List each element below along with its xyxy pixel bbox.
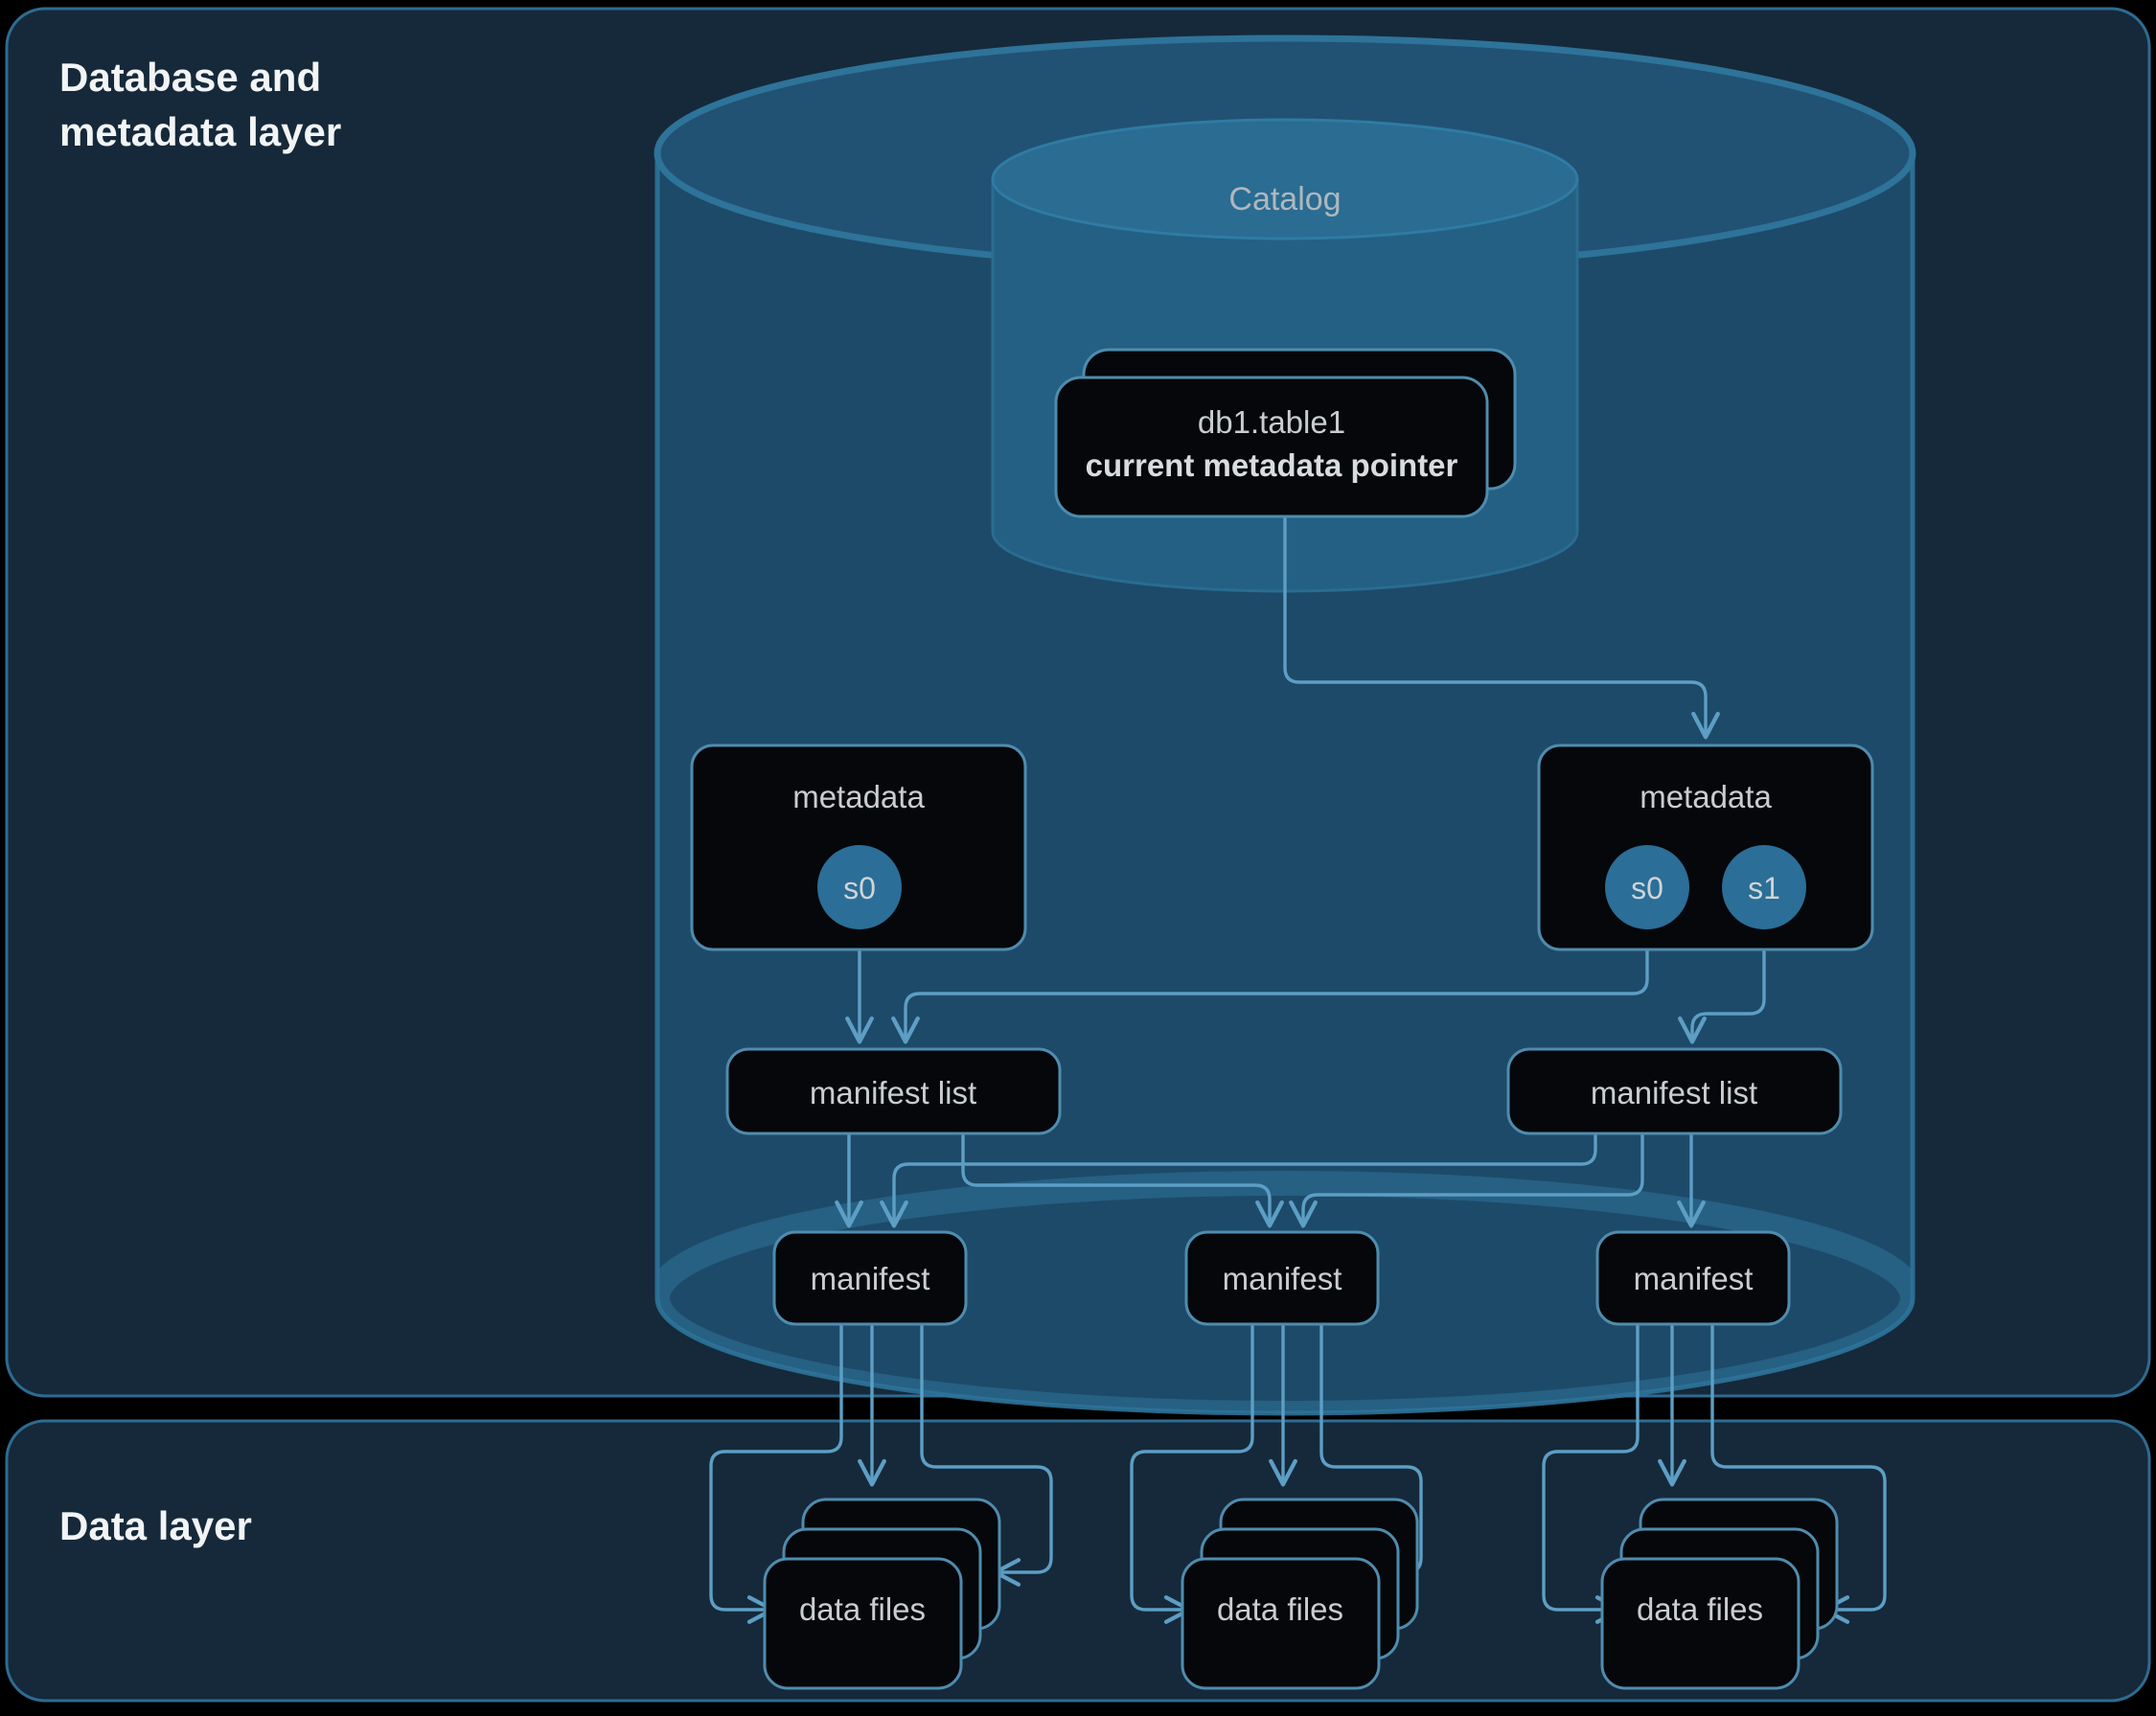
manifest-1-label: manifest bbox=[811, 1261, 930, 1296]
manifest-list-right-box bbox=[1506, 1047, 1843, 1135]
catalog-label: Catalog bbox=[1228, 181, 1341, 217]
overlay-m1-right bbox=[920, 1419, 1053, 1587]
snapshot-label-s0: s0 bbox=[843, 871, 876, 905]
data-files-3-front bbox=[1600, 1557, 1800, 1690]
manifest-3-box bbox=[1595, 1230, 1791, 1326]
panel-title-database-line2: metadata layer bbox=[59, 109, 341, 154]
overlay-m1-left bbox=[709, 1419, 843, 1624]
panel-title-data-layer: Data layer bbox=[59, 1503, 252, 1548]
cylinder-bottom-highlight bbox=[657, 1171, 1913, 1413]
manifest-1[interactable]: manifest bbox=[772, 1230, 968, 1326]
data-files-2-front bbox=[1181, 1557, 1381, 1690]
manifest-1-box bbox=[772, 1230, 968, 1326]
metadata-right-box bbox=[1537, 744, 1874, 951]
data-files-2[interactable]: data files bbox=[1181, 1498, 1419, 1690]
snapshot-label-right-s1: s1 bbox=[1748, 871, 1780, 905]
connector-pointer-to-metadata-right bbox=[1283, 477, 1720, 740]
connector-metadata-right-s1-to-manifest-list-right bbox=[1678, 904, 1766, 1044]
overlay-m3-right bbox=[1710, 1419, 1887, 1624]
manifest-list-right[interactable]: manifest list bbox=[1506, 1047, 1843, 1135]
connector-metadata-right-s0-to-manifest-list-left bbox=[891, 904, 1649, 1044]
manifest-list-left-box bbox=[725, 1047, 1062, 1135]
data-files-2-label: data files bbox=[1217, 1591, 1343, 1627]
manifest-3[interactable]: manifest bbox=[1595, 1230, 1791, 1326]
catalog-top-ellipse bbox=[991, 118, 1579, 240]
data-files-1[interactable]: data files bbox=[763, 1498, 1001, 1690]
connector-manifest-list-right-to-manifest-2 bbox=[1289, 1129, 1644, 1228]
manifest-3-label: manifest bbox=[1634, 1261, 1754, 1296]
manifest-2[interactable]: manifest bbox=[1184, 1230, 1380, 1326]
snapshot-label-right-s0: s0 bbox=[1631, 871, 1663, 905]
data-files-3-label: data files bbox=[1637, 1591, 1763, 1627]
manifest-list-left[interactable]: manifest list bbox=[725, 1047, 1062, 1135]
manifest-list-left-label: manifest list bbox=[810, 1075, 976, 1110]
connector-manifest-list-left-to-manifest-2 bbox=[961, 1129, 1284, 1228]
overlay-m2-left bbox=[1130, 1419, 1254, 1624]
overlay-m3-left bbox=[1542, 1419, 1640, 1624]
metadata-node-left[interactable]: metadata s0 bbox=[690, 744, 1027, 951]
data-files-1-label: data files bbox=[799, 1591, 926, 1627]
pointer-card-description: current metadata pointer bbox=[1086, 447, 1458, 483]
metadata-node-right[interactable]: metadata s0 s1 bbox=[1537, 744, 1874, 951]
snapshot-circle-right-s1[interactable] bbox=[1722, 845, 1806, 929]
connector-manifest-list-right-to-manifest-1 bbox=[880, 1129, 1597, 1228]
data-files-3[interactable]: data files bbox=[1600, 1498, 1839, 1690]
pointer-card-table-name: db1.table1 bbox=[1198, 404, 1345, 440]
manifest-2-label: manifest bbox=[1223, 1261, 1342, 1296]
metadata-left-label: metadata bbox=[792, 779, 925, 814]
connector-layer-overlay bbox=[709, 1419, 1887, 1624]
pointer-card-front bbox=[1054, 376, 1489, 518]
data-files-1-front bbox=[763, 1557, 963, 1690]
manifest-list-right-label: manifest list bbox=[1591, 1075, 1757, 1110]
cylinder-outline bbox=[654, 153, 1915, 1416]
manifest-2-box bbox=[1184, 1230, 1380, 1326]
metadata-right-label: metadata bbox=[1640, 779, 1772, 814]
snapshot-circle-s0[interactable] bbox=[817, 845, 902, 929]
panel-title-database-line1: Database and bbox=[59, 55, 321, 100]
snapshot-circle-right-s0[interactable] bbox=[1605, 845, 1689, 929]
current-metadata-pointer-card[interactable]: db1.table1 current metadata pointer bbox=[1054, 348, 1517, 518]
